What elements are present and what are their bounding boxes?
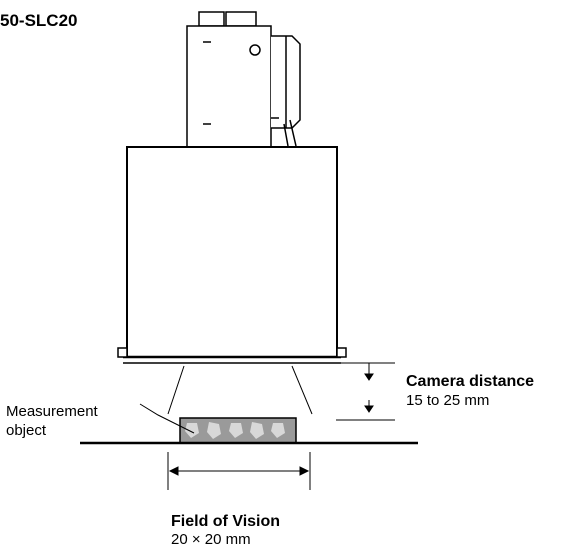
camera-connector-left bbox=[198, 11, 225, 27]
field-of-vision-title: Field of Vision bbox=[171, 513, 281, 530]
housing-foot-left bbox=[117, 347, 128, 358]
camera-body bbox=[186, 25, 272, 148]
measurement-label-line2: object bbox=[6, 422, 47, 439]
camera-distance-dimension bbox=[336, 362, 395, 421]
camera-distance-value: 15 to 25 mm bbox=[406, 392, 490, 409]
field-of-vision-value: 20 × 20 mm bbox=[171, 531, 251, 548]
model-name-label: 50-SLC20 bbox=[0, 11, 78, 30]
camera-head bbox=[186, 11, 301, 148]
camera-distance-title: Camera distance bbox=[406, 373, 535, 390]
measurement-object bbox=[179, 417, 297, 444]
lens-unit bbox=[117, 146, 347, 364]
housing-foot-right bbox=[336, 347, 347, 358]
lens-housing bbox=[126, 146, 338, 358]
view-cone bbox=[167, 365, 313, 415]
measurement-label-line1: Measurement bbox=[6, 403, 98, 420]
field-of-vision-dimension bbox=[167, 452, 311, 490]
measurement-leader-line bbox=[139, 403, 195, 434]
camera-screw-icon bbox=[249, 44, 261, 56]
measurement-object-label: Measurement object bbox=[6, 402, 98, 440]
camera-connector-right bbox=[225, 11, 257, 27]
